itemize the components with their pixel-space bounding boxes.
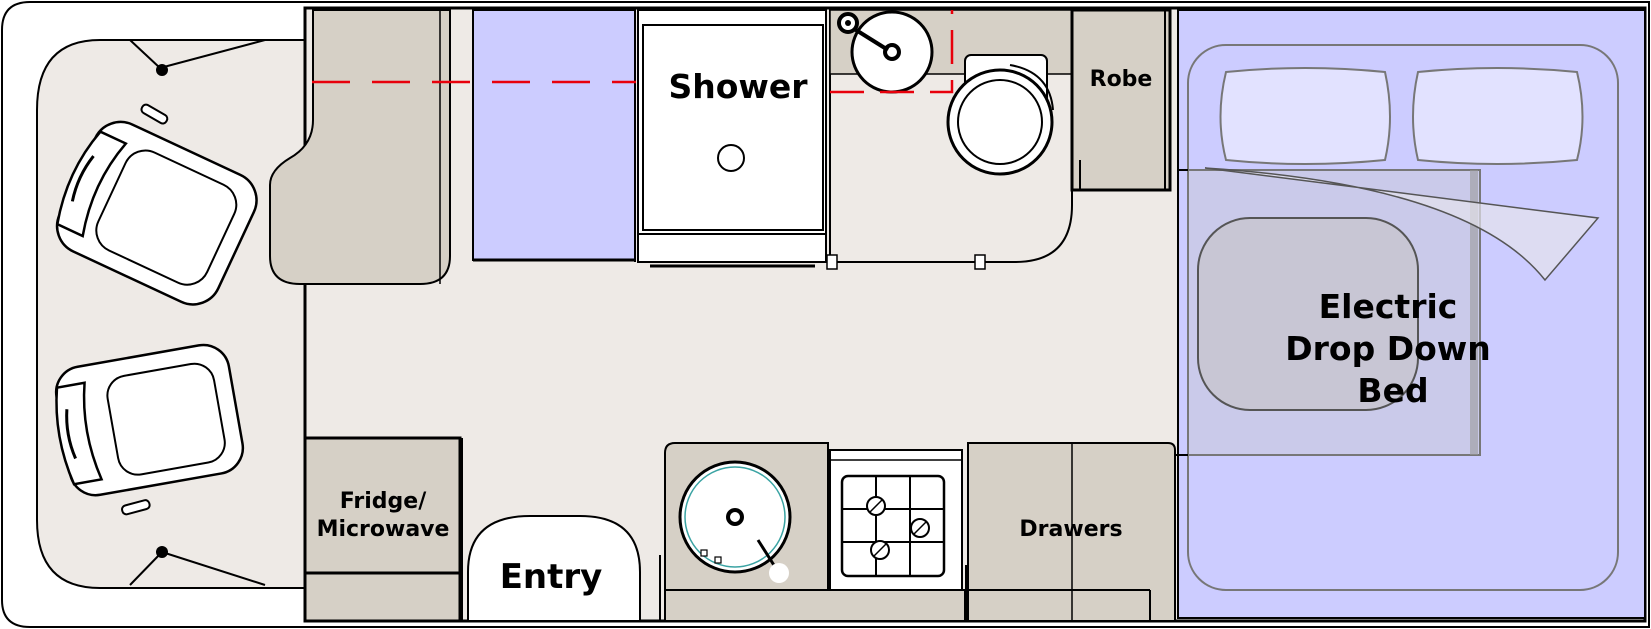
tap-head-inner [845, 20, 851, 26]
bed-label-line3: Bed [1357, 371, 1428, 410]
cab-area [36, 39, 306, 589]
seatbelt-buckle-top [140, 103, 169, 125]
fridge-microwave-cabinet [303, 436, 462, 623]
shower-tray [642, 24, 824, 231]
sink-tap-head [769, 563, 789, 583]
sink-clip-2 [714, 556, 722, 564]
toilet-seat [957, 79, 1043, 165]
cab-mirror-top [129, 39, 266, 76]
bed-label-line1: Electric [1319, 287, 1458, 326]
seatbelt-buckle-bottom [121, 499, 151, 516]
sink-clip-1 [700, 549, 708, 557]
shower-label: Shower [668, 67, 808, 106]
bench-seat [472, 9, 636, 261]
bed-fold-flap [1204, 167, 1600, 282]
bed-cushion [1197, 217, 1419, 411]
bed-label-line2: Drop Down [1285, 329, 1491, 368]
cab-mirror-bottom [129, 546, 266, 586]
overhead-dashed-line-bath [830, 10, 954, 94]
shower-drain [717, 144, 745, 172]
robe-label: Robe [1090, 67, 1153, 92]
front-seat-top [55, 120, 258, 306]
door-latch-1 [826, 254, 838, 270]
pillow-right [1412, 67, 1584, 165]
entry-label: Entry [500, 557, 603, 597]
robe-cabinet [1070, 8, 1172, 192]
fridge-label-line2: Microwave [317, 517, 450, 542]
drawers-label: Drawers [1019, 517, 1122, 542]
entry-step [467, 515, 641, 622]
front-seat-bottom [54, 343, 245, 497]
pillow-left [1219, 67, 1391, 165]
burner-mark [869, 499, 883, 513]
kitchen-bench-kick [664, 589, 966, 622]
door-latch-2 [974, 254, 986, 270]
toilet-lid [1009, 64, 1054, 111]
burner-mark [873, 543, 887, 557]
sink-drain [726, 508, 744, 526]
burner-mark [913, 521, 927, 535]
fridge-label-line1: Fridge/ [340, 489, 427, 514]
bed-frame-edge [1470, 170, 1478, 455]
